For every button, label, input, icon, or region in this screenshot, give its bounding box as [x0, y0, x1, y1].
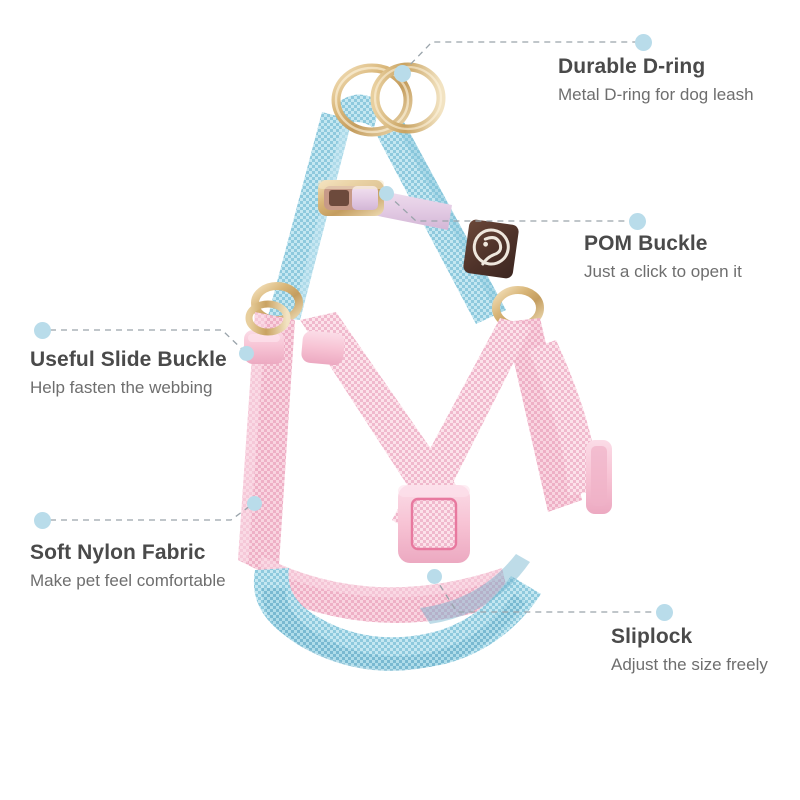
callout-useful-slide-buckle: Useful Slide Buckle Help fasten the webb… [30, 348, 227, 398]
marker-dot-pom-buckle-product [379, 186, 394, 201]
gold-ring-lower-left [245, 300, 291, 336]
slide-buckle-center [398, 485, 470, 563]
marker-dot-sliplock-product [427, 569, 442, 584]
marker-dot-d-ring-label [635, 34, 652, 51]
marker-dot-d-ring-product [394, 65, 411, 82]
callout-title: POM Buckle [584, 232, 708, 255]
marker-dot-sliplock-label [656, 604, 673, 621]
callout-soft-nylon-fabric: Soft Nylon Fabric Make pet feel comforta… [30, 541, 226, 591]
leather-logo-patch [463, 219, 519, 279]
callout-subtitle: Metal D-ring for dog leash [558, 84, 754, 104]
marker-dot-slide-buckle-label [34, 322, 51, 339]
callout-durable-d-ring: Durable D-ring Metal D-ring for dog leas… [558, 55, 754, 105]
slide-buckle-left-inner [301, 330, 345, 366]
callout-title: Durable D-ring [558, 55, 706, 78]
marker-dot-pom-buckle-label [629, 213, 646, 230]
callout-title: Soft Nylon Fabric [30, 541, 206, 564]
callout-subtitle: Just a click to open it [584, 261, 742, 281]
callout-subtitle: Help fasten the webbing [30, 377, 213, 397]
pink-body-straps [238, 312, 598, 623]
slide-buckle-left-upper [244, 330, 284, 364]
callout-title: Sliplock [611, 625, 693, 648]
callout-subtitle: Adjust the size freely [611, 654, 768, 674]
marker-dot-nylon-product [247, 496, 262, 511]
callout-subtitle: Make pet feel comfortable [30, 570, 226, 590]
marker-dot-slide-buckle-product [239, 346, 254, 361]
callout-sliplock: Sliplock Adjust the size freely [611, 625, 768, 675]
marker-dot-nylon-label [34, 512, 51, 529]
callout-pom-buckle: POM Buckle Just a click to open it [584, 232, 742, 282]
sliplock-buckle-right [586, 440, 612, 514]
callout-title: Useful Slide Buckle [30, 348, 227, 371]
